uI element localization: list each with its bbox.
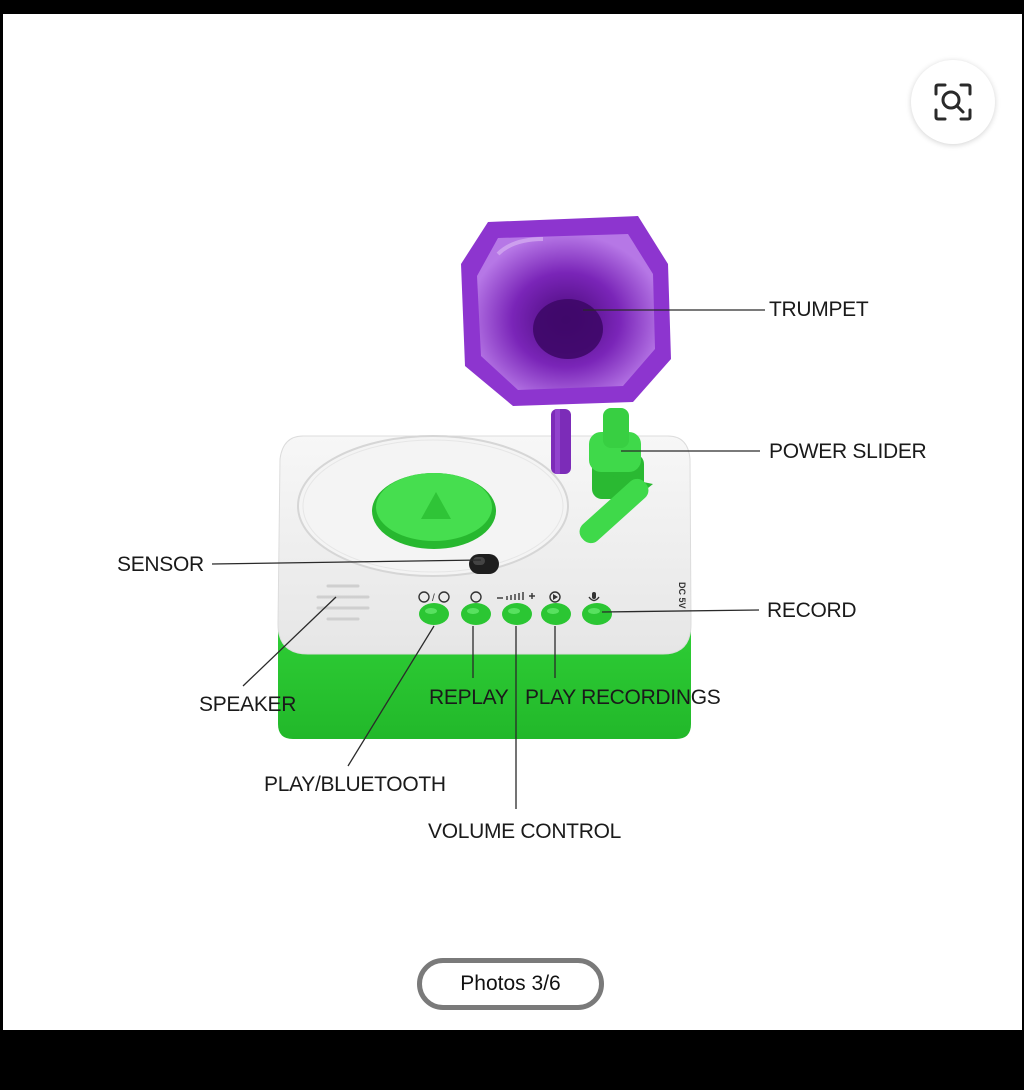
photo-counter-label: Photos 3/6 (460, 972, 561, 995)
label-speaker: SPEAKER (199, 693, 297, 716)
product-image: DC 5V / (211, 216, 765, 809)
sensor (469, 554, 499, 574)
photo-viewer: DC 5V / (3, 14, 1022, 1030)
svg-text:/: / (432, 593, 435, 604)
trumpet-stem (551, 409, 571, 474)
label-play-bluetooth: PLAY/BLUETOOTH (264, 773, 446, 796)
label-sensor: SENSOR (117, 553, 204, 576)
label-record: RECORD (767, 599, 857, 622)
control-buttons (419, 603, 612, 625)
label-trumpet: TRUMPET (769, 298, 869, 321)
label-volume-control: VOLUME CONTROL (428, 820, 621, 843)
turntable (297, 435, 569, 577)
power-slider-crank (579, 408, 653, 544)
trumpet (461, 216, 671, 406)
visual-search-button[interactable] (911, 60, 995, 144)
label-power-slider: POWER SLIDER (769, 440, 927, 463)
button-icons: / (418, 591, 600, 604)
photo-counter-button[interactable]: Photos 3/6 (417, 958, 604, 1010)
label-replay: REPLAY (429, 686, 509, 709)
callout-lines (211, 309, 765, 809)
dc-5v-label: DC 5V (677, 582, 687, 609)
label-play-recordings: PLAY RECORDINGS (525, 686, 721, 709)
speaker-grille (316, 584, 370, 621)
visual-search-icon (934, 83, 972, 121)
